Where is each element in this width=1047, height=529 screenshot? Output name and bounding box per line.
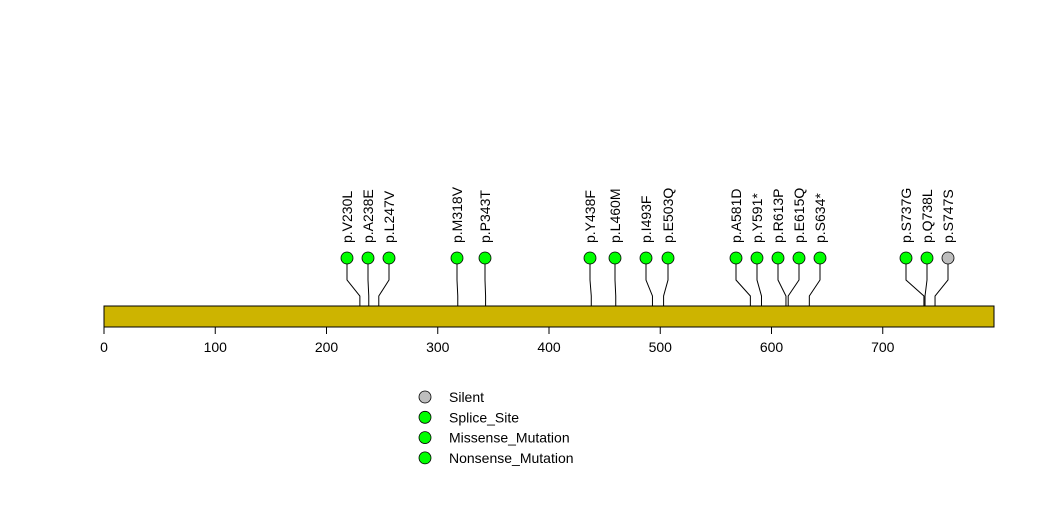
legend-label: Splice_Site xyxy=(449,409,519,425)
mutation-label: p.Y438F xyxy=(582,190,598,243)
mutation-marker xyxy=(920,251,934,265)
x-tick-label: 100 xyxy=(204,339,228,355)
lollipop-stem xyxy=(905,258,925,306)
legend-label: Missense_Mutation xyxy=(449,430,570,446)
x-tick-label: 600 xyxy=(760,339,784,355)
mutation-label: p.E615Q xyxy=(791,188,807,243)
lollipop-stem xyxy=(756,258,762,306)
legend-label: Silent xyxy=(449,389,484,405)
mutation-marker xyxy=(792,251,806,265)
mutation-label: p.Q738L xyxy=(919,189,935,243)
lollipop-stem xyxy=(614,258,617,306)
mutation-label: p.V230L xyxy=(339,191,355,243)
legend-marker xyxy=(418,431,432,445)
lollipop-stem xyxy=(589,258,592,306)
mutation-label: p.P343T xyxy=(477,190,493,243)
mutation-marker xyxy=(813,251,827,265)
lollipop-stem xyxy=(663,258,669,306)
mutation-label: p.L460M xyxy=(607,189,623,243)
lollipop-stem xyxy=(934,258,949,306)
mutation-marker xyxy=(729,251,743,265)
mutation-label: p.I493F xyxy=(638,196,654,243)
mutation-label: p.S747S xyxy=(940,189,956,243)
mutation-marker xyxy=(478,251,492,265)
x-tick-label: 700 xyxy=(871,339,895,355)
mutation-label: p.M318V xyxy=(449,186,465,243)
protein-bar xyxy=(103,305,995,328)
mutation-label: p.R613P xyxy=(770,189,786,243)
x-tick-label: 200 xyxy=(315,339,339,355)
lollipop-stem xyxy=(924,258,928,306)
lollipop-stem xyxy=(346,258,361,306)
mutation-marker xyxy=(941,251,955,265)
legend-marker xyxy=(418,451,432,465)
mutation-marker xyxy=(750,251,764,265)
x-tick-label: 400 xyxy=(537,339,561,355)
mutation-label: p.A238E xyxy=(360,189,376,243)
mutation-marker xyxy=(608,251,622,265)
mutation-label: p.E503Q xyxy=(660,188,676,243)
x-tick-label: 500 xyxy=(649,339,673,355)
lollipop-stem xyxy=(735,258,751,306)
legend-marker xyxy=(418,390,432,404)
lollipop-stem xyxy=(456,258,459,306)
lollipop-stem xyxy=(787,258,800,306)
mutation-marker xyxy=(899,251,913,265)
mutation-marker xyxy=(361,251,375,265)
x-tick-label: 0 xyxy=(100,339,108,355)
mutation-marker xyxy=(583,251,597,265)
mutation-label: p.S737G xyxy=(898,188,914,243)
legend-marker xyxy=(418,410,432,424)
lollipop-stem xyxy=(645,258,653,306)
mutation-label: p.A581D xyxy=(728,189,744,243)
mutation-label: p.S634* xyxy=(812,193,828,243)
mutation-label: p.L247V xyxy=(381,190,397,243)
lollipop-stem xyxy=(777,258,787,306)
mutation-marker xyxy=(340,251,354,265)
legend-label: Nonsense_Mutation xyxy=(449,450,574,466)
lollipop-stem xyxy=(484,258,487,306)
mutation-marker xyxy=(382,251,396,265)
lollipop-stem xyxy=(367,258,370,306)
mutation-marker xyxy=(639,251,653,265)
lollipop-stem xyxy=(378,258,390,306)
mutation-label: p.Y591* xyxy=(749,193,765,243)
mutation-marker xyxy=(661,251,675,265)
x-tick-label: 300 xyxy=(426,339,450,355)
mutation-marker xyxy=(771,251,785,265)
mutation-marker xyxy=(450,251,464,265)
lollipop-stem xyxy=(808,258,821,306)
